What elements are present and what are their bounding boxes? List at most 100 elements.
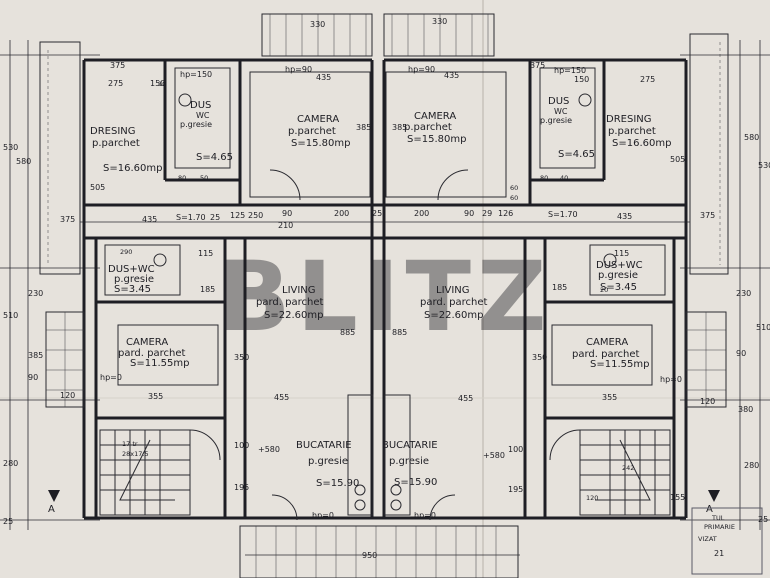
dim-label: 90: [464, 209, 474, 218]
dim-label: 530: [3, 143, 18, 152]
outer-walls: [82, 58, 688, 520]
fixtures: [104, 67, 666, 521]
room-area: S=15.80mp: [407, 134, 466, 145]
dim-label: 10: [158, 80, 166, 88]
dim-label: S=1.70: [548, 210, 578, 219]
room-area: S=16.60mp: [612, 138, 671, 149]
dim-label: 375: [530, 61, 545, 70]
room-name: DUS: [548, 96, 569, 107]
dim-label: 885: [392, 328, 407, 337]
dim-label: 100: [508, 445, 523, 454]
dim-label: 510: [756, 323, 770, 332]
room-floor: p.gresie: [114, 274, 154, 285]
dim-label: 230: [736, 289, 751, 298]
room-area: S=15.90: [316, 478, 359, 489]
room-area: S=22.60mp: [424, 310, 483, 321]
room-floor: p.parchet: [92, 138, 140, 149]
dim-label: 280: [3, 459, 18, 468]
dim-label: 435: [142, 215, 157, 224]
dim-label: 60: [510, 184, 518, 192]
room-name: DRESING: [90, 126, 136, 137]
dim-label: 950: [362, 551, 377, 560]
room-area: S=11.55mp: [130, 358, 189, 369]
dim-label: 330: [310, 20, 325, 29]
stamp-line-2: PRIMARIE: [704, 523, 735, 531]
room-name: DRESING: [606, 114, 652, 125]
room-name: DUS+WC: [596, 260, 643, 271]
room-wc: WC: [196, 111, 210, 120]
dim-label: 90: [28, 373, 38, 382]
dim-label: 230: [28, 289, 43, 298]
room-name: CAMERA: [586, 337, 628, 348]
dim-label: 350: [234, 353, 249, 362]
dim-label: 25: [372, 209, 382, 218]
dim-label: 29: [482, 209, 492, 218]
dim-label: 375: [110, 61, 125, 70]
stair-label: 17 tr: [122, 440, 138, 448]
dim-label: 275: [640, 75, 655, 84]
side-windows: [45, 311, 727, 408]
dim-label: hp=90: [285, 65, 312, 74]
room-floor: pard. parchet: [420, 297, 487, 308]
dim-label: 330: [432, 17, 447, 26]
room-floor: p.parchet: [404, 122, 452, 133]
dim-label: 280: [744, 461, 759, 470]
dim-label: 150: [574, 75, 589, 84]
section-markers: A A: [48, 490, 720, 515]
stamp-line-4: 21: [714, 549, 724, 558]
room-floor: p.parchet: [608, 126, 656, 137]
room-name: LIVING: [436, 285, 470, 296]
dim-label: 530: [758, 161, 770, 170]
dim-label: 120: [60, 391, 75, 400]
dim-label: 580: [744, 133, 759, 142]
dim-label: 355: [602, 393, 617, 402]
dim-label: hp=0: [100, 373, 122, 382]
stamp-line-1: TUL: [711, 514, 725, 522]
dim-label: 350: [532, 353, 547, 362]
room-area: S=16.60mp: [103, 163, 162, 174]
dim-label: 100: [234, 441, 249, 450]
dim-label: 185: [200, 285, 215, 294]
dim-label: 385: [392, 123, 407, 132]
dim-label: 90: [282, 209, 292, 218]
dim-label: 580: [16, 157, 31, 166]
dim-label: 200: [414, 209, 429, 218]
stamp-line-3: VIZAT: [698, 535, 717, 543]
room-name: CAMERA: [297, 114, 339, 125]
top-balconies: [261, 13, 495, 57]
room-area: S=3.45: [114, 284, 151, 295]
section-label-left: A: [48, 504, 55, 515]
room-area: S=4.65: [558, 149, 595, 160]
dim-label: 80: [540, 174, 548, 182]
stair-label: 120: [586, 494, 598, 502]
room-name: LIVING: [282, 285, 316, 296]
dim-label: 505: [90, 183, 105, 192]
dim-label: 385: [28, 351, 43, 360]
dim-label: 115: [614, 249, 629, 258]
dim-label: 60: [510, 194, 518, 202]
room-area: S=3.45: [600, 282, 637, 293]
dim-label: 510: [3, 311, 18, 320]
dim-label: hp=0: [414, 511, 436, 520]
dim-label: 290: [120, 248, 132, 256]
dim-label: 195: [508, 485, 523, 494]
room-floor: p.parchet: [288, 126, 336, 137]
dim-label: 435: [617, 212, 632, 221]
dim-label: 50: [200, 174, 208, 182]
bottom-terrace: [239, 525, 519, 578]
dim-label: hp=0: [660, 375, 682, 384]
room-area: S=11.55mp: [590, 359, 649, 370]
dim-label: 355: [148, 392, 163, 401]
room-floor: p.gresie: [389, 456, 429, 467]
room-floor: p.gresie: [308, 456, 348, 467]
dim-label: hp=150: [180, 70, 212, 79]
room-name: DUS+WC: [108, 264, 155, 275]
side-panels: [39, 33, 729, 275]
stair-label: 28x17.5: [122, 450, 149, 458]
room-floor: pard. parchet: [118, 348, 185, 359]
dim-label: 25: [210, 213, 220, 222]
room-area: S=4.65: [196, 152, 233, 163]
dim-label: 505: [670, 155, 685, 164]
dim-label: 40: [560, 174, 568, 182]
